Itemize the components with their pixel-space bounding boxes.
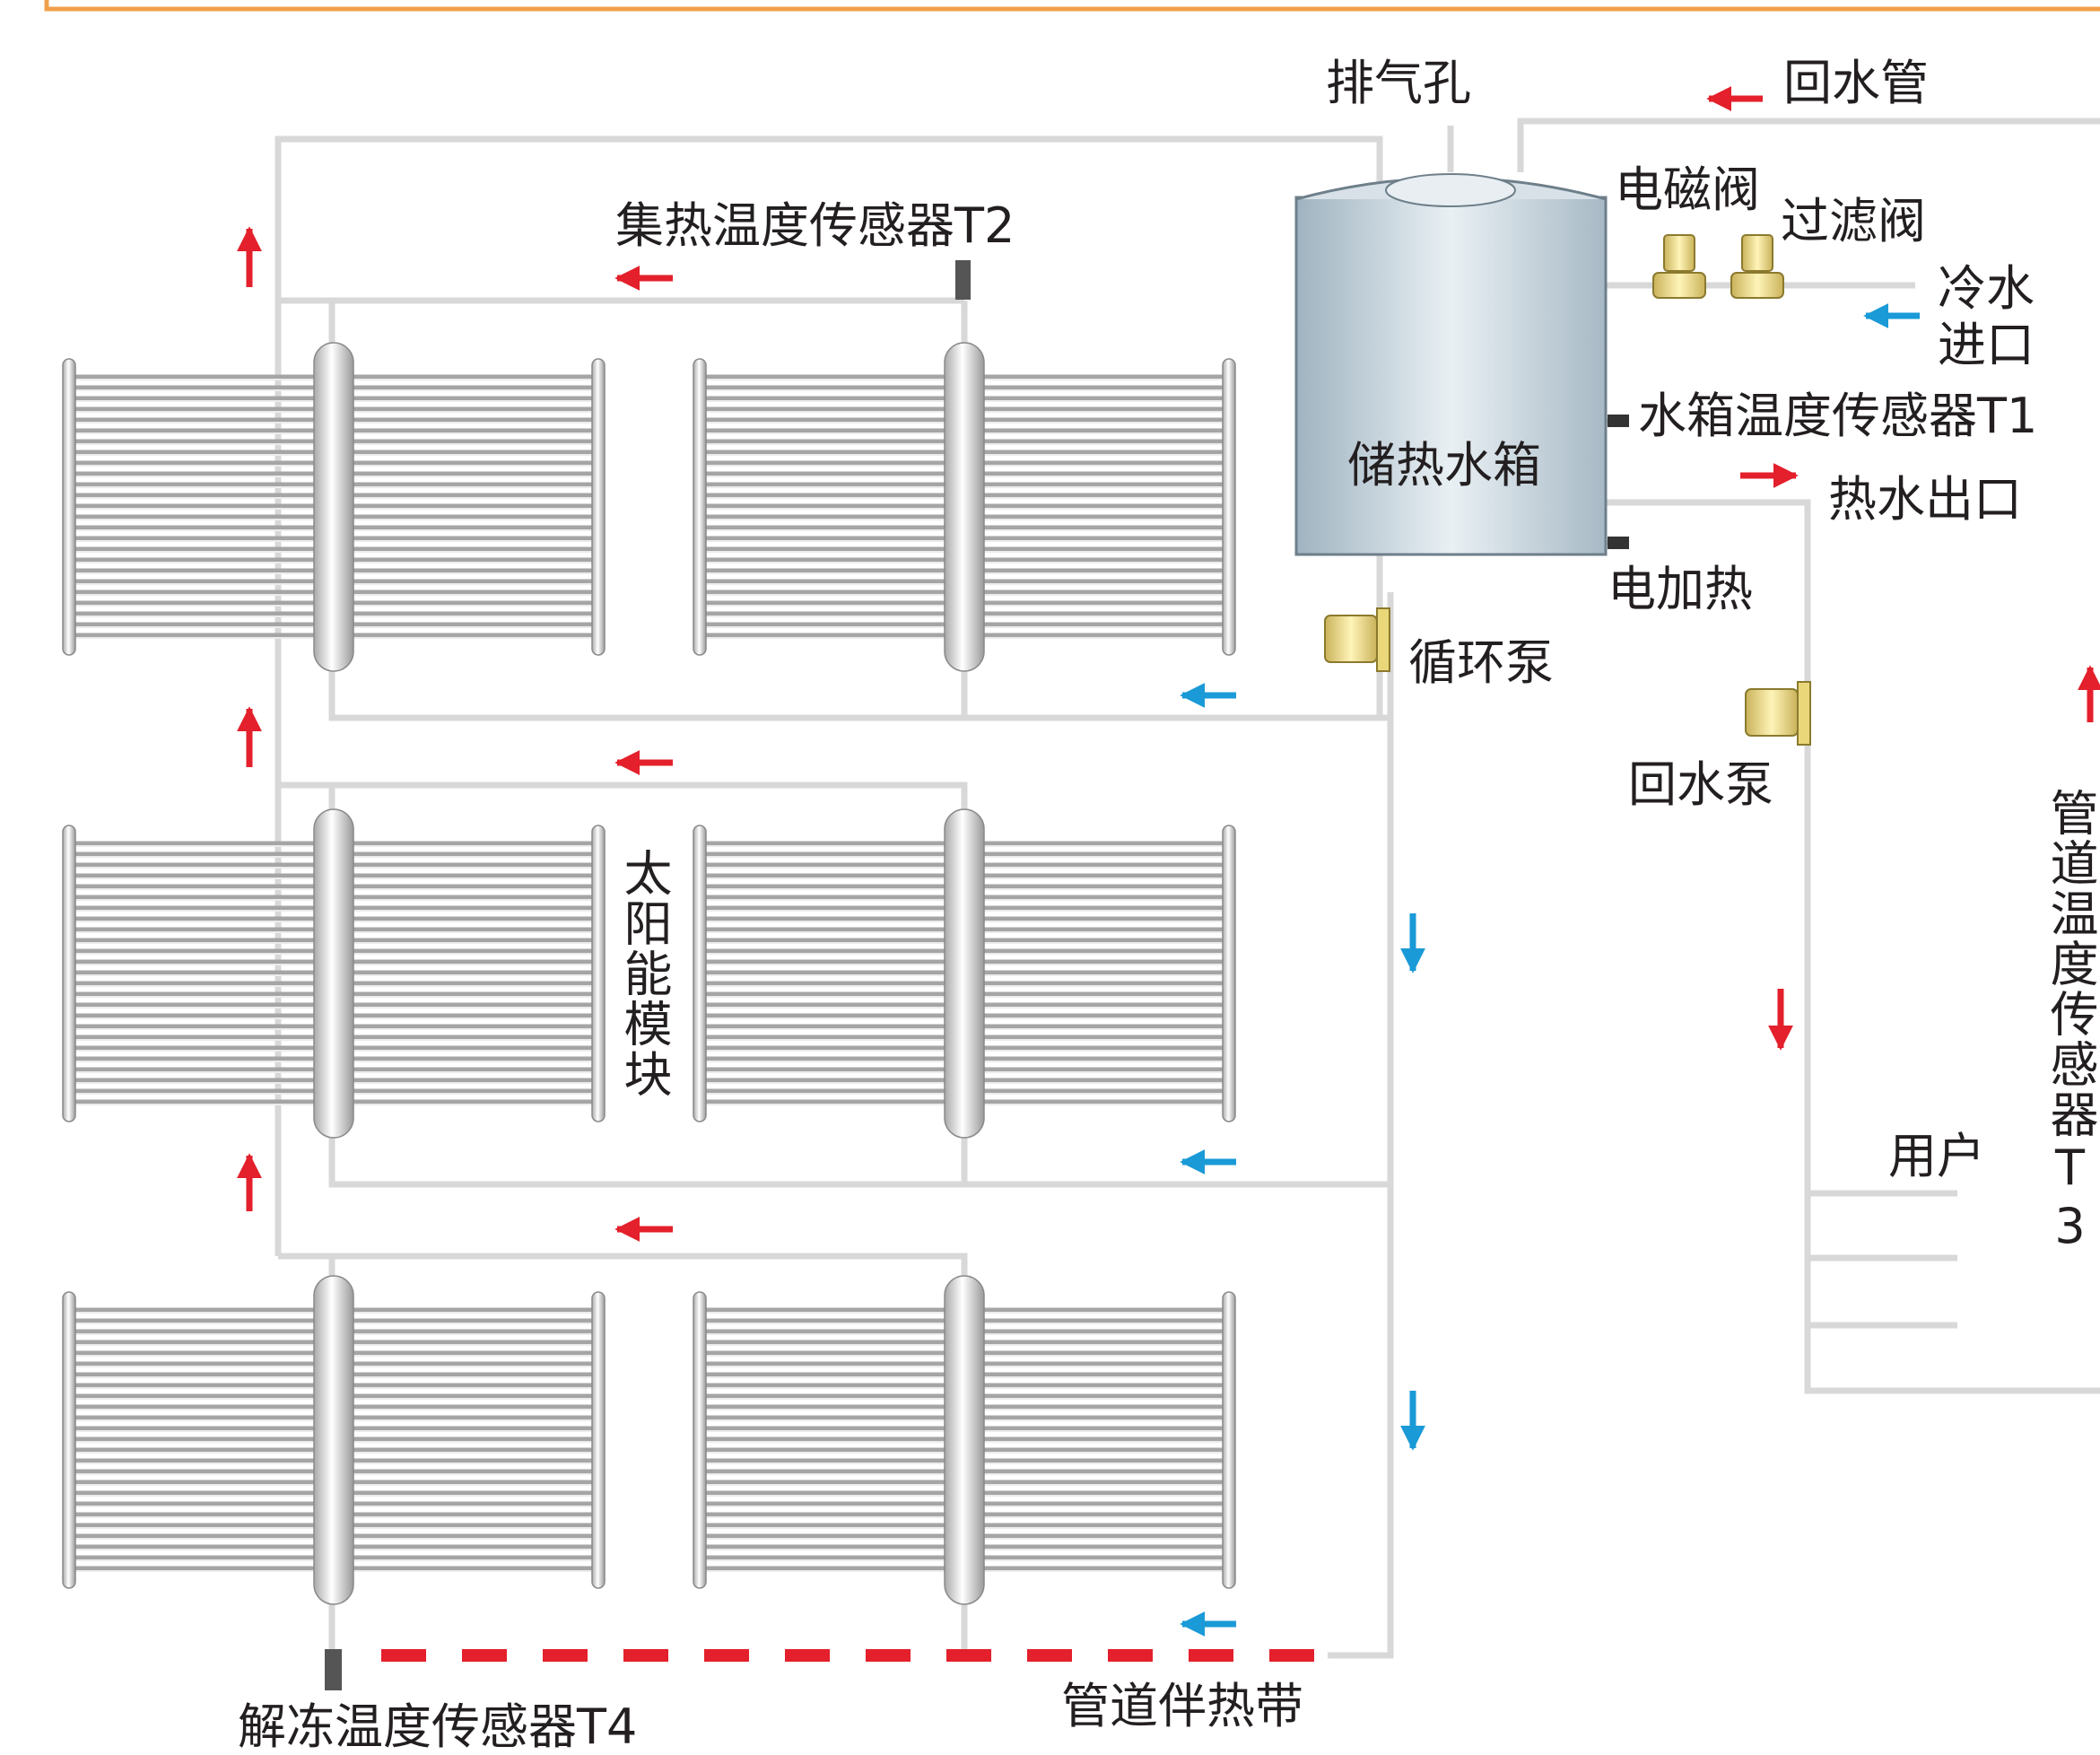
- solenoid-valve-label: 电磁阀: [1615, 162, 1760, 218]
- solar-collector-icon: [62, 342, 606, 672]
- solar-module-label: 太阳能模块: [615, 848, 672, 1099]
- pipe: [1606, 499, 2100, 1394]
- pipe: [1328, 592, 1394, 1659]
- solar-collector-icon: [693, 342, 1236, 672]
- sensor-icon: [1608, 415, 1629, 427]
- sensor-icon: [325, 1649, 342, 1690]
- solar-collector-icon: [62, 808, 606, 1139]
- electric-heater-label: 电加热: [1608, 561, 1753, 617]
- circulation-pump-label: 循环泵: [1408, 634, 1554, 691]
- pump-icon: [1324, 607, 1390, 672]
- collector-sensor-label: 集热温度传感器T2: [615, 197, 1015, 254]
- cold-water-inlet-label-2: 进口: [1938, 317, 2035, 373]
- tank-sensor-label: 水箱温度传感器T1: [1638, 388, 2038, 444]
- user-label: 用户: [1888, 1128, 1985, 1184]
- solar-collectors: [62, 342, 1236, 1605]
- storage-tank: [1294, 173, 1608, 556]
- flow-arrows: [237, 86, 2100, 1637]
- heat-tracing-label: 管道伴热带: [1061, 1678, 1303, 1734]
- hot-water-outlet-label: 热水出口: [1828, 471, 2022, 528]
- tank-label: 储热水箱: [1347, 437, 1541, 493]
- valve-icon: [1652, 234, 1706, 299]
- antifreeze-sensor-label: 解冻温度传感器T4: [238, 1698, 638, 1755]
- pipe: [1517, 118, 2100, 172]
- return-pump-label: 回水泵: [1628, 756, 1773, 813]
- pump-icon: [1745, 681, 1811, 746]
- filter-valve-label: 过滤阀: [1781, 193, 1926, 249]
- valve-icon: [1730, 234, 1784, 299]
- return-pipe-label: 回水管: [1783, 55, 1929, 111]
- sensor-icon: [955, 260, 971, 300]
- cold-water-inlet-label: 冷水: [1938, 260, 2035, 317]
- solar-collector-icon: [693, 808, 1236, 1139]
- sensor-icon: [1608, 537, 1629, 549]
- solar-collector-icon: [62, 1275, 606, 1605]
- frame-border: [44, 0, 2100, 12]
- vent-label: 排气孔: [1326, 55, 1471, 111]
- solar-collector-icon: [693, 1275, 1236, 1605]
- pipe-sensor-label: 管道温度传感器T3: [2042, 788, 2098, 1256]
